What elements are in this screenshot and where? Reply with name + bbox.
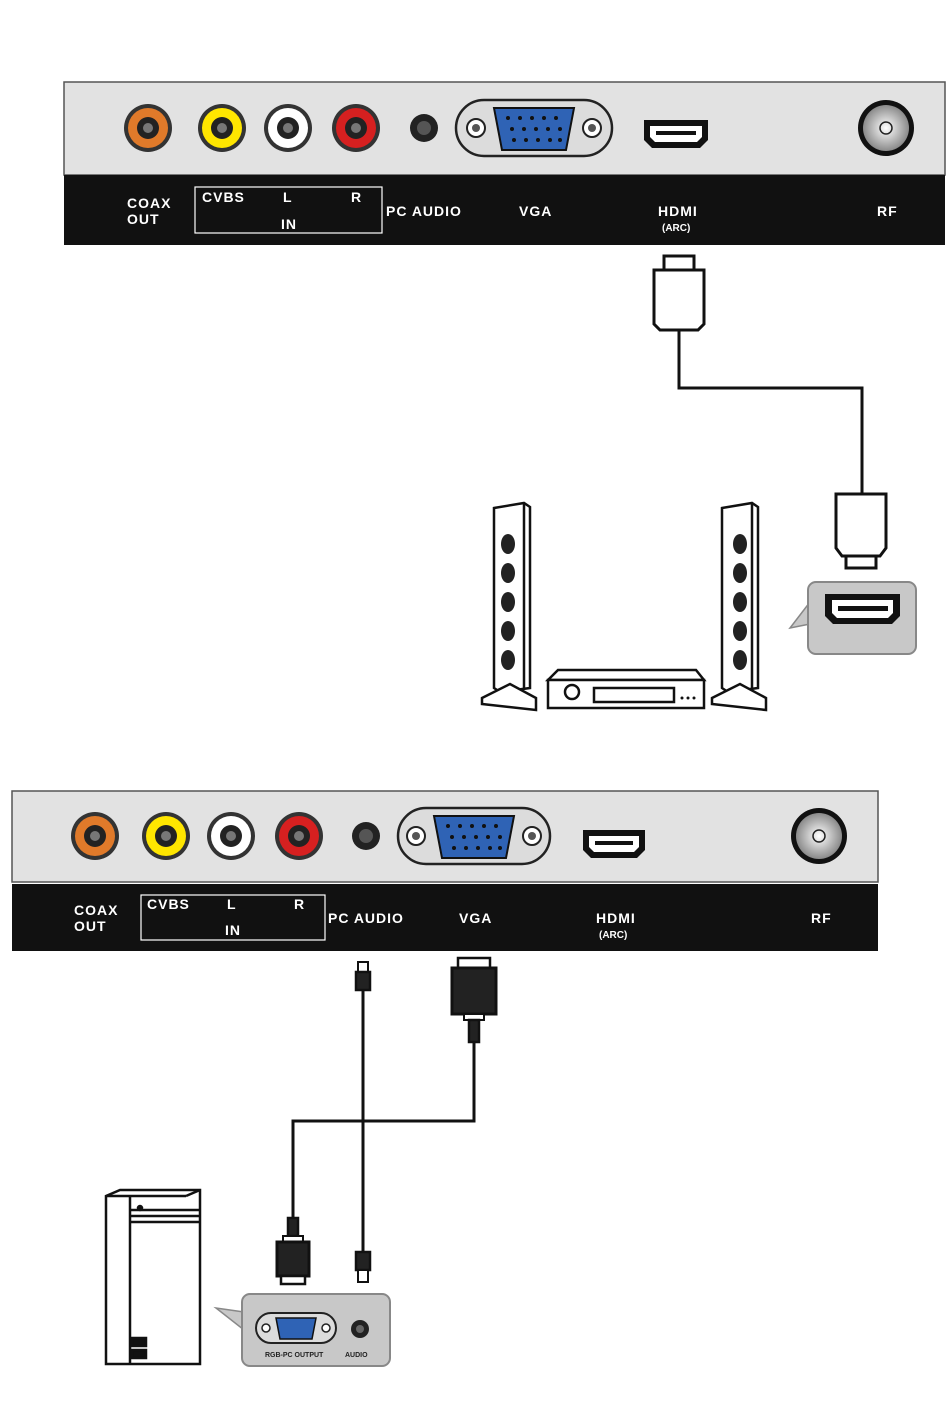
cvbs-label: CVBS [202,189,245,205]
hdmi-label: HDMI [658,203,698,219]
r-label: R [351,189,362,205]
av-receiver [548,670,704,708]
coax-label-1: COAX [127,195,171,211]
audio-r-jack-2 [275,812,323,860]
rf-port [858,100,914,156]
hdmi-port [644,120,708,148]
audio-r-jack [332,104,380,152]
rgb-pc-output-label: RGB-PC OUTPUT [265,1352,324,1359]
pc-vga-port [256,1313,336,1343]
coax-label-2: OUT [127,211,160,227]
vga-label: VGA [519,203,552,219]
pc-audio-out-label: AUDIO [345,1352,368,1359]
cvbs-jack-2 [142,812,190,860]
l-label-2: L [227,896,237,912]
coax-jack [124,104,172,152]
pc-port-callout: RGB-PC OUTPUT AUDIO [216,1294,390,1366]
speaker-right [712,503,766,710]
tv-panel-bottom: COAX OUT CVBS L R IN PC AUDIO VGA HDMI (… [12,791,878,951]
coax-label-1-b: COAX [74,902,118,918]
rf-label-2: RF [811,910,832,926]
pc-audio-label: PC AUDIO [386,203,462,219]
speaker-left [482,503,536,710]
arc-label-2: (ARC) [599,930,627,941]
vga-port [456,100,612,156]
vga-port-2 [398,808,550,864]
in-label-2: IN [225,922,241,938]
arc-label: (ARC) [662,223,690,234]
coax-label-2-b: OUT [74,918,107,934]
home-theater-system [482,503,766,710]
pc-audio-label-2: PC AUDIO [328,910,404,926]
vga-label-2: VGA [459,910,492,926]
coax-jack-2 [71,812,119,860]
l-label: L [283,189,293,205]
cvbs-jack [198,104,246,152]
hdmi-port-2 [583,830,645,858]
pc-audio-jack-2 [352,822,380,850]
pc-audio-jack [410,114,438,142]
pc-tower [106,1190,200,1364]
in-label: IN [281,216,297,232]
rf-label: RF [877,203,898,219]
audio-l-jack [264,104,312,152]
rf-port-2 [791,808,847,864]
cvbs-label-2: CVBS [147,896,190,912]
hdmi-callout [790,582,916,654]
tv-panel-top: COAX OUT CVBS L R IN PC AUDIO VGA HDMI (… [64,82,945,245]
hdmi-cable [654,256,886,568]
hdmi-label-2: HDMI [596,910,636,926]
vga-cable [277,958,496,1284]
r-label-2: R [294,896,305,912]
audio-l-jack-2 [207,812,255,860]
pc-audio-port [351,1320,369,1338]
